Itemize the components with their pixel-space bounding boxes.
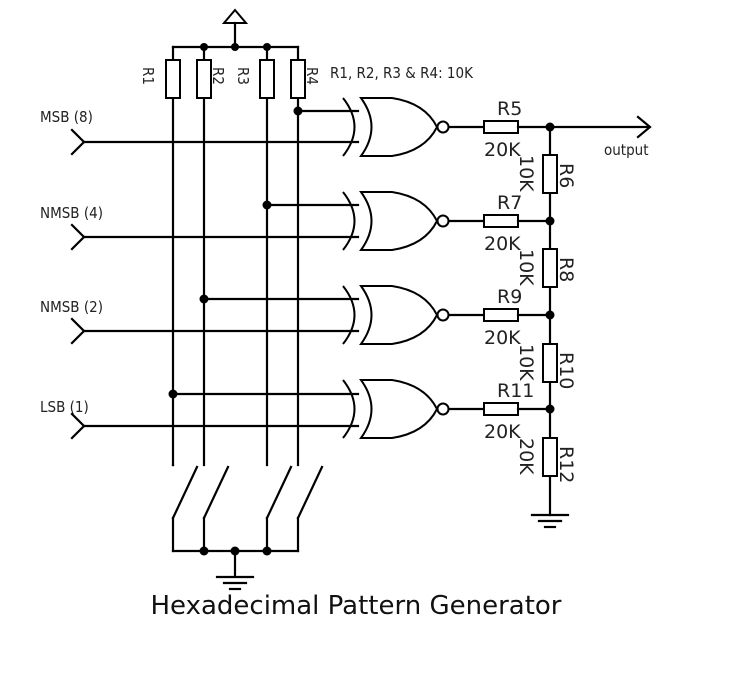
- pullup-resistors: R1 R2 R3 R4: [139, 59, 321, 99]
- junction-dot: [293, 106, 303, 116]
- series-resistor-value: 20K: [484, 327, 521, 349]
- input-msb: MSB (8): [40, 108, 360, 156]
- junction-dot: [168, 389, 178, 399]
- gate-tap-lines: [168, 106, 360, 399]
- resistor-r10: [542, 343, 558, 383]
- r10-value: 10K: [515, 344, 537, 381]
- xnor-gate: [342, 379, 450, 439]
- series-resistor-value: 20K: [484, 139, 521, 161]
- resistor-r8: [542, 248, 558, 288]
- input-arrow-icon: [70, 412, 86, 440]
- ground-icon: [530, 513, 570, 529]
- r8-label: R8: [555, 257, 577, 282]
- input-arrow-icon: [70, 128, 86, 156]
- input-label: NMSB (4): [40, 204, 103, 222]
- input-lsb: LSB (1): [40, 398, 360, 440]
- series-resistor: [483, 402, 519, 416]
- resistor-r12: [542, 437, 558, 477]
- resistor-r2: [196, 59, 212, 99]
- series-resistor-name: R9: [497, 286, 522, 308]
- resistor-ladder: output R6 R8 R10 R12 10K 10K 10K 20K: [515, 115, 652, 529]
- series-resistor: [483, 308, 519, 322]
- r1-label: R1: [139, 67, 157, 85]
- series-resistor-name: R5: [497, 98, 522, 120]
- switch-1[interactable]: [171, 463, 199, 553]
- r2-label: R2: [209, 67, 227, 85]
- r6-value: 10K: [515, 155, 537, 192]
- r6-label: R6: [555, 163, 577, 188]
- input-label: LSB (1): [40, 398, 89, 416]
- diagram-title: Hexadecimal Pattern Generator: [150, 591, 561, 621]
- xnor-gate: [342, 97, 450, 157]
- switch-2[interactable]: [202, 465, 230, 553]
- inverter-bubble: [436, 214, 450, 228]
- resistor-r1: [165, 59, 181, 99]
- r12-label: R12: [555, 446, 577, 483]
- resistor-r3: [259, 59, 275, 99]
- inverter-bubble: [436, 308, 450, 322]
- input-arrow-icon: [70, 317, 86, 345]
- series-resistor-name: R11: [497, 380, 534, 402]
- r3-label: R3: [234, 67, 252, 85]
- switch-bank: [171, 463, 324, 591]
- junction-dot: [262, 546, 272, 556]
- output-label: output: [604, 141, 649, 159]
- inverter-bubble: [436, 120, 450, 134]
- switch-4[interactable]: [296, 465, 324, 553]
- junction-dot: [199, 546, 209, 556]
- series-resistor-name: R7: [497, 192, 522, 214]
- junction-dot: [262, 200, 272, 210]
- junction-dot: [199, 294, 209, 304]
- resistor-r6: [542, 154, 558, 194]
- switch-3[interactable]: [265, 465, 293, 553]
- r10-label: R10: [555, 352, 577, 389]
- ground-icon: [215, 549, 255, 591]
- xnor-gate: [342, 191, 450, 251]
- r8-value: 10K: [515, 249, 537, 286]
- input-nmsb-4: NMSB (4): [40, 204, 360, 251]
- r12-value: 20K: [515, 438, 537, 475]
- series-resistor-value: 20K: [484, 421, 521, 443]
- resistor-r4: [290, 59, 306, 99]
- input-label: MSB (8): [40, 108, 93, 126]
- pullup-note: R1, R2, R3 & R4: 10K: [330, 64, 474, 82]
- series-resistor-value: 20K: [484, 233, 521, 255]
- xnor-gate: [342, 285, 450, 345]
- inverter-bubble: [436, 402, 450, 416]
- power-supply-symbol: [221, 8, 249, 49]
- series-resistor: [483, 120, 519, 134]
- input-nmsb-2: NMSB (2): [40, 298, 360, 345]
- junction-dot: [231, 43, 239, 51]
- output-arrow-icon: [636, 115, 652, 139]
- bus-lines: [171, 45, 300, 467]
- input-arrow-icon: [70, 223, 86, 251]
- input-label: NMSB (2): [40, 298, 103, 316]
- r4-label: R4: [303, 67, 321, 85]
- series-resistor: [483, 214, 519, 228]
